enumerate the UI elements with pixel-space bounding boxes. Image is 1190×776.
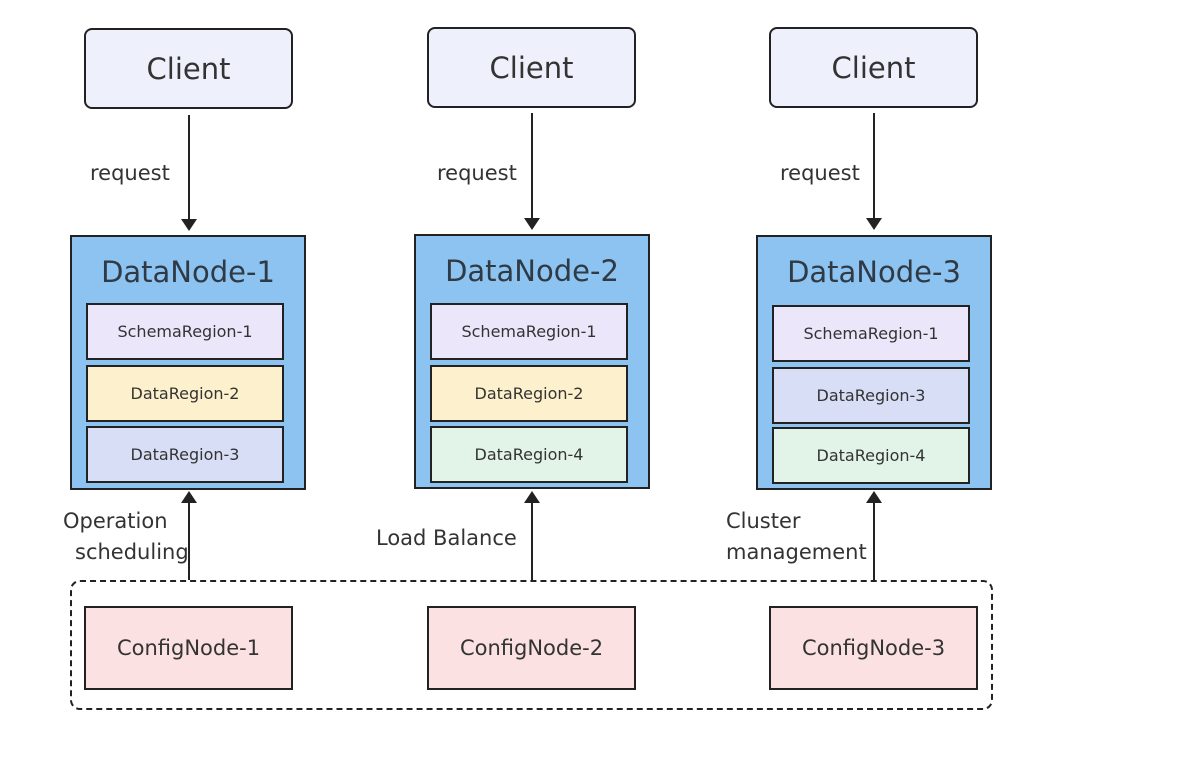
arrow-head-down bbox=[866, 218, 882, 230]
request-arrow-2 bbox=[531, 113, 533, 220]
request-arrow-3 bbox=[873, 113, 875, 220]
confignode-group bbox=[70, 580, 993, 710]
region-label: DataRegion-4 bbox=[816, 446, 926, 465]
region-label: DataRegion-3 bbox=[130, 445, 240, 464]
schema-region: SchemaRegion-1 bbox=[772, 305, 970, 362]
confignode-3: ConfigNode-3 bbox=[769, 606, 978, 690]
client-label: Client bbox=[489, 50, 574, 85]
region-label: SchemaRegion-1 bbox=[803, 324, 939, 343]
data-region: DataRegion-4 bbox=[430, 426, 628, 483]
schema-region: SchemaRegion-1 bbox=[430, 303, 628, 360]
function-arrow-2 bbox=[531, 500, 533, 580]
function-label-line: Operation bbox=[63, 509, 168, 533]
function-label-line: Cluster bbox=[726, 509, 801, 533]
request-arrow-1 bbox=[188, 115, 190, 221]
data-region: DataRegion-4 bbox=[772, 427, 970, 484]
confignode-label: ConfigNode-3 bbox=[801, 636, 946, 660]
region-label: DataRegion-3 bbox=[816, 386, 926, 405]
function-label-1: Operation scheduling bbox=[63, 506, 189, 568]
region-label: DataRegion-2 bbox=[130, 384, 240, 403]
request-label-1: request bbox=[90, 161, 170, 185]
arrow-head-up bbox=[181, 491, 197, 503]
datanode-3: DataNode-3 SchemaRegion-1 DataRegion-3 D… bbox=[756, 235, 992, 490]
data-region: DataRegion-3 bbox=[86, 426, 284, 483]
client-box-3: Client bbox=[769, 27, 978, 108]
function-arrow-3 bbox=[873, 500, 875, 580]
function-label-3: Cluster management bbox=[726, 506, 867, 568]
client-box-2: Client bbox=[427, 27, 636, 108]
datanode-title: DataNode-2 bbox=[445, 254, 619, 288]
data-region: DataRegion-2 bbox=[86, 365, 284, 422]
region-label: SchemaRegion-1 bbox=[117, 322, 253, 341]
region-label: SchemaRegion-1 bbox=[461, 322, 597, 341]
function-label-2: Load Balance bbox=[376, 523, 517, 554]
arrow-head-up bbox=[524, 491, 540, 503]
datanode-title: DataNode-3 bbox=[787, 255, 961, 289]
function-label-line: scheduling bbox=[75, 540, 189, 564]
schema-region: SchemaRegion-1 bbox=[86, 303, 284, 360]
region-label: DataRegion-4 bbox=[474, 445, 584, 464]
datanode-1: DataNode-1 SchemaRegion-1 DataRegion-2 D… bbox=[70, 235, 306, 490]
confignode-label: ConfigNode-1 bbox=[116, 636, 261, 660]
arrow-head-up bbox=[866, 491, 882, 503]
arrow-head-down bbox=[524, 218, 540, 230]
confignode-label: ConfigNode-2 bbox=[459, 636, 604, 660]
function-label-line: Load Balance bbox=[376, 526, 517, 550]
datanode-title: DataNode-1 bbox=[101, 255, 275, 289]
function-arrow-1 bbox=[188, 500, 190, 580]
datanode-2: DataNode-2 SchemaRegion-1 DataRegion-2 D… bbox=[414, 234, 650, 489]
client-box-1: Client bbox=[84, 28, 293, 109]
request-label-3: request bbox=[780, 161, 860, 185]
function-label-line: management bbox=[726, 540, 867, 564]
region-label: DataRegion-2 bbox=[474, 384, 584, 403]
client-label: Client bbox=[146, 51, 231, 86]
data-region: DataRegion-2 bbox=[430, 365, 628, 422]
confignode-1: ConfigNode-1 bbox=[84, 606, 293, 690]
client-label: Client bbox=[831, 50, 916, 85]
confignode-2: ConfigNode-2 bbox=[427, 606, 636, 690]
arrow-head-down bbox=[181, 219, 197, 231]
data-region: DataRegion-3 bbox=[772, 367, 970, 424]
request-label-2: request bbox=[437, 161, 517, 185]
